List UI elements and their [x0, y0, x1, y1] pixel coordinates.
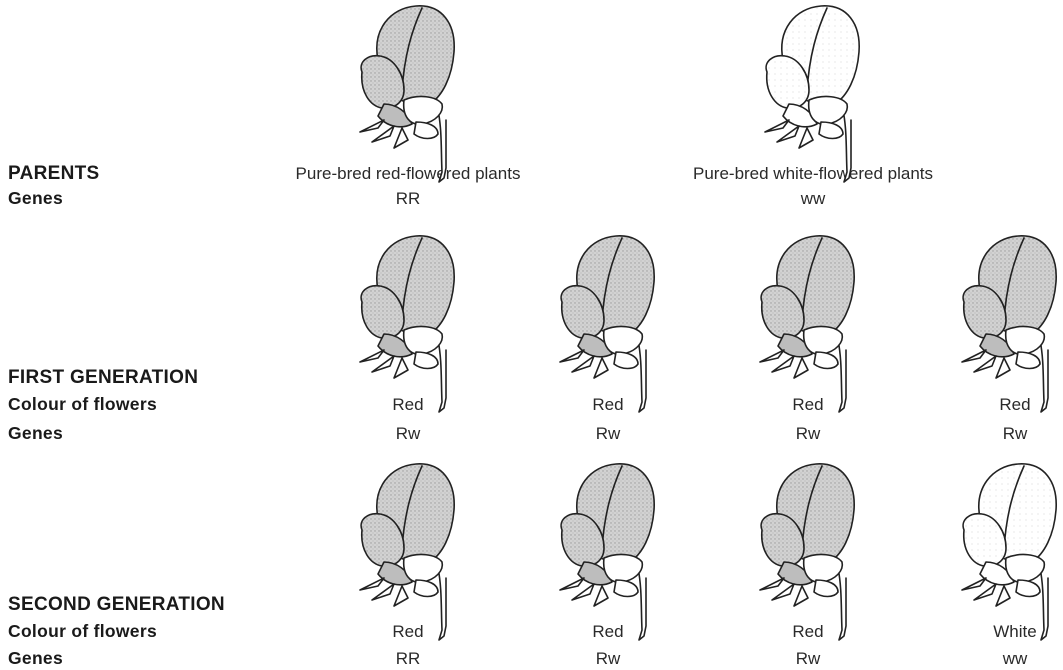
f2-genes-3: Rw — [796, 649, 821, 669]
f1-genes-2: Rw — [596, 424, 621, 444]
second-generation-heading: SECOND GENERATION — [8, 594, 225, 616]
f1-genes-4: Rw — [1003, 424, 1028, 444]
f2-flower-4-icon — [940, 458, 1063, 648]
first-generation-heading: FIRST GENERATION — [8, 367, 198, 389]
parent-white-genes: ww — [801, 189, 826, 209]
f1-flower-1-icon — [338, 230, 478, 420]
second-colour-label: Colour of flowers — [8, 621, 157, 642]
f1-flower-2-icon — [538, 230, 678, 420]
f2-flower-3-icon — [738, 458, 878, 648]
f2-flower-1-icon — [338, 458, 478, 648]
parents-heading: PARENTS — [8, 163, 99, 185]
parents-genes-label: Genes — [8, 188, 63, 209]
f2-flower-2-icon — [538, 458, 678, 648]
f1-genes-3: Rw — [796, 424, 821, 444]
parent-red-genes: RR — [396, 189, 421, 209]
parent-red-flower-icon — [338, 0, 478, 190]
f1-genes-1: Rw — [396, 424, 421, 444]
f2-genes-1: RR — [396, 649, 421, 669]
f1-flower-4-icon — [940, 230, 1063, 420]
first-colour-label: Colour of flowers — [8, 394, 157, 415]
parent-white-flower-icon — [743, 0, 883, 190]
second-genes-label: Genes — [8, 648, 63, 669]
f2-genes-4: ww — [1003, 649, 1028, 669]
f1-flower-3-icon — [738, 230, 878, 420]
first-genes-label: Genes — [8, 423, 63, 444]
f2-genes-2: Rw — [596, 649, 621, 669]
